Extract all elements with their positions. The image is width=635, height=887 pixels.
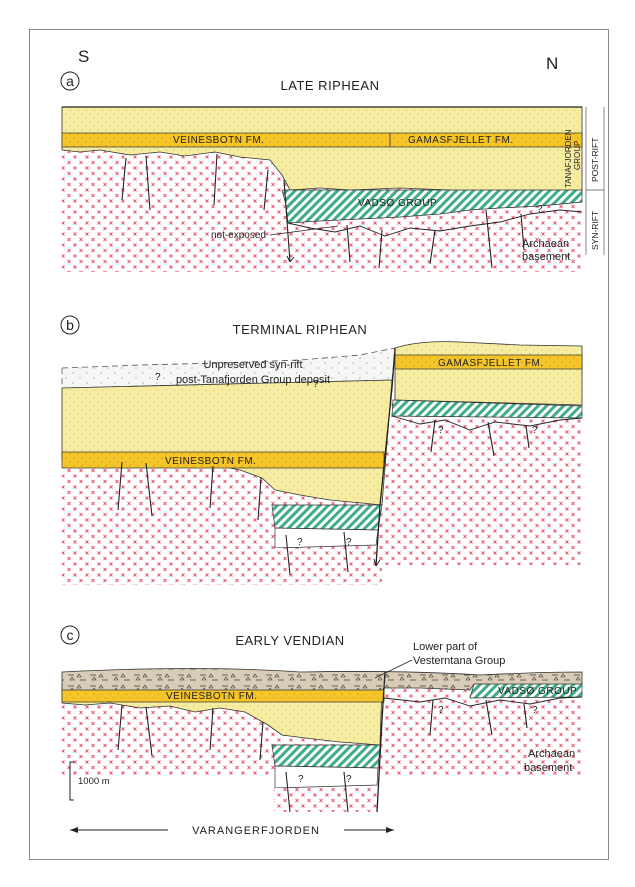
panel-a: a LATE RIPHEAN VEINESBOTN FM. GAMASFJELL… (61, 72, 604, 272)
panel-c-lower-line1: Lower part of (413, 641, 478, 653)
panel-a-not-exposed: not-exposed (211, 230, 266, 241)
panel-c-question-2: ? (532, 705, 538, 716)
compass-south: S (78, 47, 89, 66)
panel-a-question: ? (537, 204, 543, 215)
panel-a-post-rift: POST-RIFT (590, 138, 600, 182)
panel-a-vadso-label: VADSØ GROUP (358, 198, 437, 209)
location-label: VARANGERFJORDEN (192, 825, 320, 837)
panel-c-vadso-label: VADSØ GROUP (498, 686, 577, 697)
scale-bar-label: 1000 m (78, 776, 110, 787)
panel-a-veinesbotn-label: VEINESBOTN FM. (173, 135, 264, 146)
panel-b-question-4: ? (532, 425, 538, 436)
panel-b-north-sediments (395, 342, 582, 405)
panel-c-question-4: ? (346, 774, 352, 785)
panel-a-letter: a (66, 73, 74, 89)
panel-b-basement-north (382, 395, 582, 565)
panel-c-basement-label-1: Archaean (528, 748, 575, 760)
panel-b-question-6: ? (346, 537, 352, 548)
panel-c: c EARLY VENDIAN VEINESBOTN FM. VADSØ GRO… (61, 626, 582, 812)
panel-a-basement-label-2: basement (522, 251, 570, 263)
panel-b: b TERMINAL RIPHEAN VEINESBOTN FM. GAMASF… (61, 316, 582, 585)
panel-b-veinesbotn-label: VEINESBOTN FM. (165, 456, 256, 467)
panel-b-unpreserved-line2: post-Tanafjorden Group deposit (176, 374, 330, 386)
panel-c-lower-line2: Vesterntana Group (413, 655, 505, 667)
panel-c-veinesbotn-label: VEINESBOTN FM. (166, 691, 257, 702)
panel-a-basement-label-1: Archaean (522, 238, 569, 250)
panel-b-gamasfjellet-label: GAMASFJELLET FM. (438, 358, 544, 369)
panel-c-title: EARLY VENDIAN (235, 633, 344, 648)
location-arrow: VARANGERFJORDEN (70, 825, 394, 837)
panel-c-question-1: ? (438, 705, 444, 716)
panel-b-question-3: ? (438, 425, 444, 436)
panel-c-letter: c (67, 627, 74, 643)
panel-c-basement-label-2: basement (524, 762, 572, 774)
panel-b-title: TERMINAL RIPHEAN (233, 322, 368, 337)
panel-b-question-2: ? (313, 379, 319, 390)
panel-b-question-5: ? (297, 537, 303, 548)
panel-b-letter: b (66, 317, 74, 333)
compass-north: N (546, 54, 558, 73)
panel-a-group-line2: GROUP (573, 141, 582, 170)
panel-a-gamasfjellet-label: GAMASFJELLET FM. (408, 135, 514, 146)
panel-c-question-3: ? (298, 774, 304, 785)
panel-b-question-1: ? (155, 372, 161, 383)
panel-a-syn-rift: SYN-RIFT (590, 211, 600, 250)
panel-a-group-line1: TANAFJORDEN (564, 129, 573, 188)
panel-a-title: LATE RIPHEAN (281, 78, 380, 93)
panel-b-unpreserved-line1: Unpreserved syn-rift (203, 359, 302, 371)
